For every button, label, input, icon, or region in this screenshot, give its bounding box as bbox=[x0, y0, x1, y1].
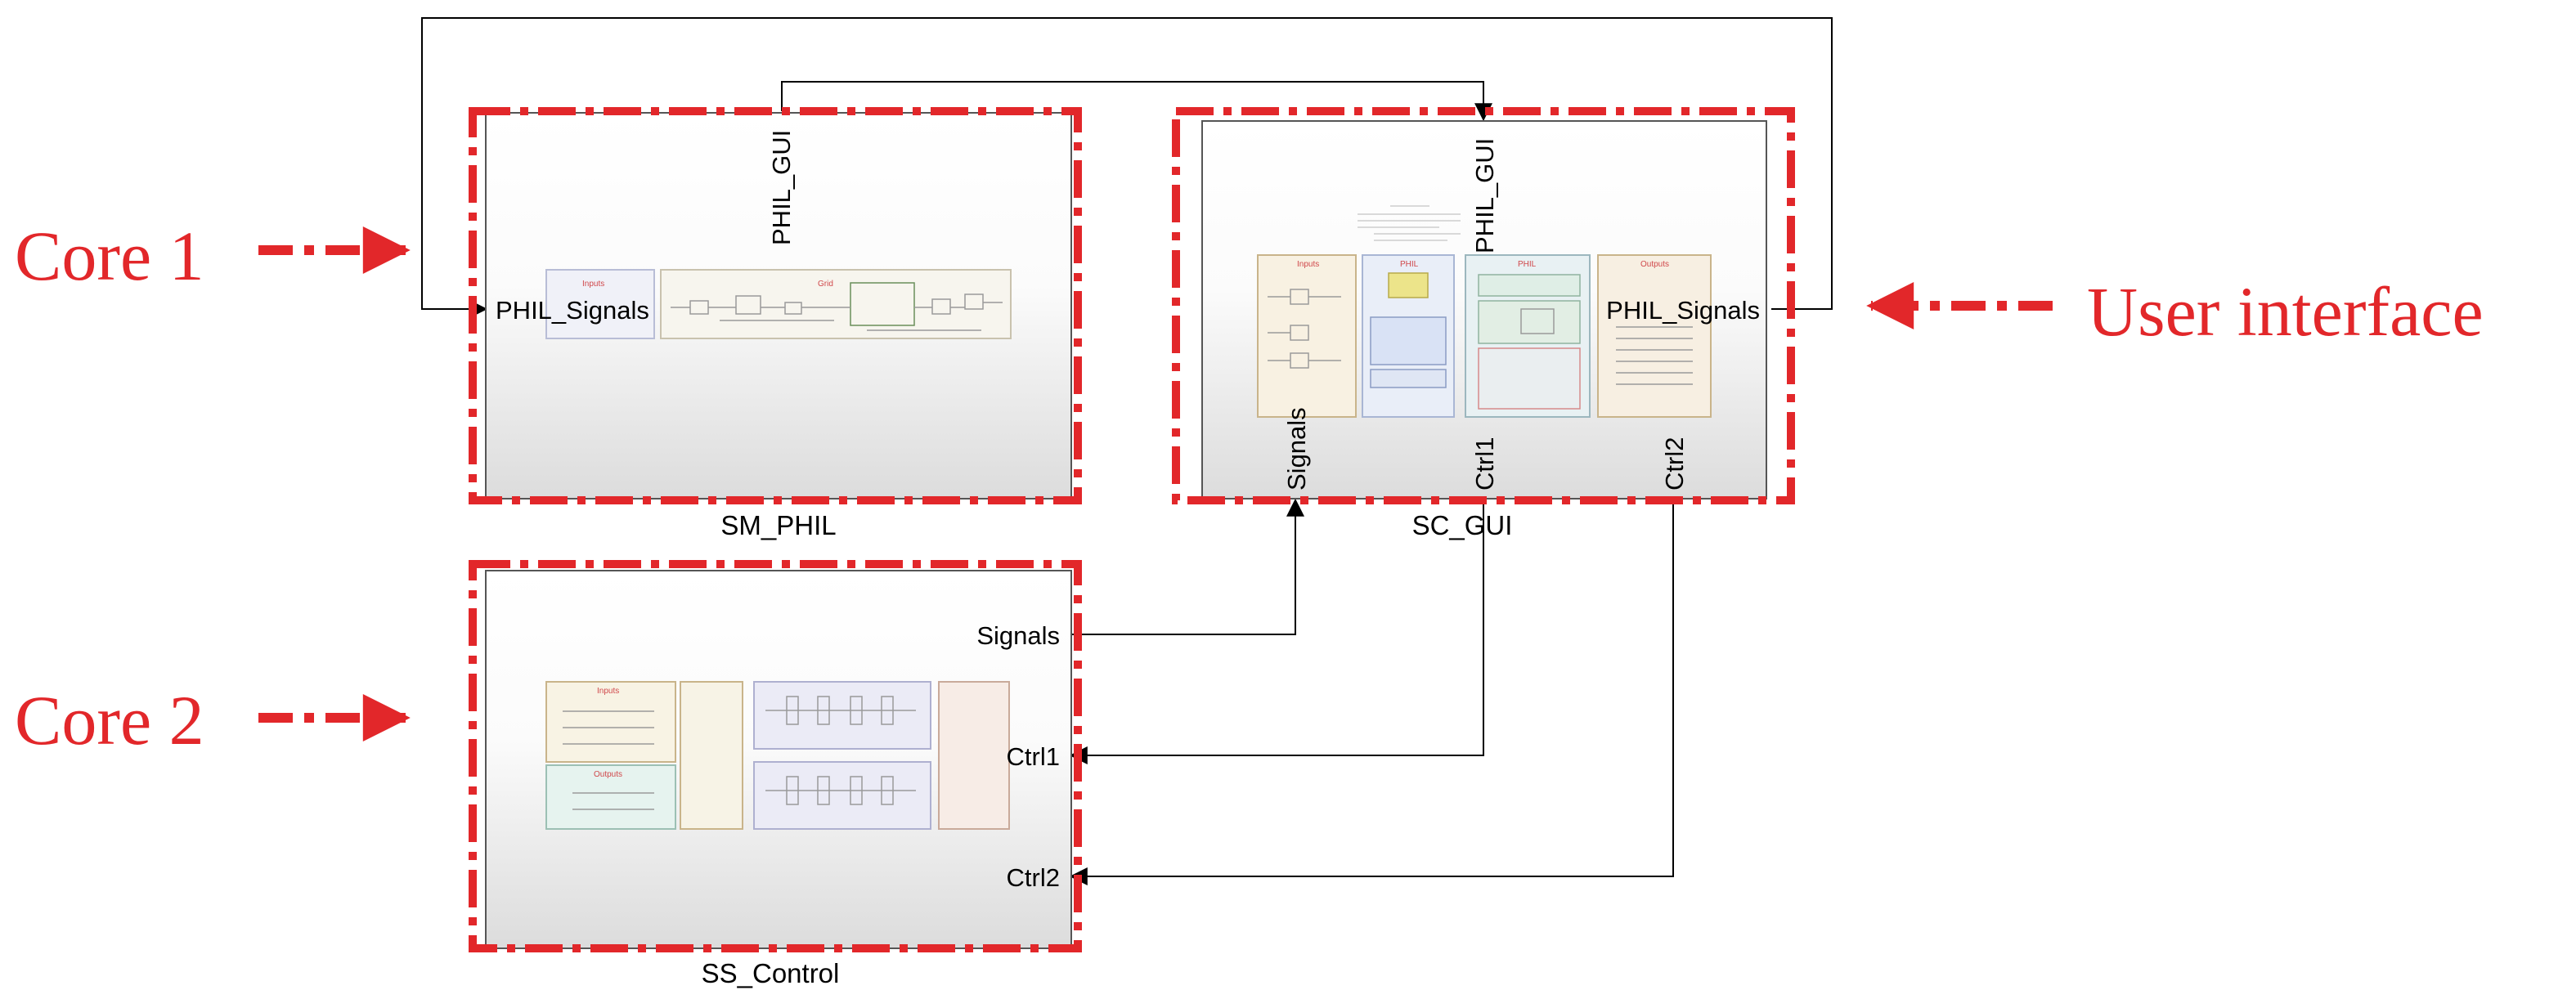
block-ss-control[interactable]: Inputs Outputs Signals Ctrl1 Ctrl2 SS_Co… bbox=[485, 570, 1072, 988]
port-phil-signals-in[interactable]: PHIL_Signals bbox=[496, 296, 649, 325]
block-sc-gui[interactable]: Inputs PHIL PHIL Outputs PHIL_GUI PHIL_S… bbox=[1201, 120, 1767, 540]
port-ctrl1-out[interactable]: Ctrl1 bbox=[1470, 437, 1499, 491]
block-thumbnail: Inputs Grid bbox=[545, 269, 1012, 339]
port-phil-gui-out[interactable]: PHIL_GUI bbox=[767, 130, 796, 245]
callout-core2-label: Core 2 bbox=[15, 681, 204, 759]
port-ctrl2-out[interactable]: Ctrl2 bbox=[1660, 437, 1689, 491]
block-name-sc-gui: SC_GUI bbox=[1412, 510, 1513, 540]
wire-ctrl2 bbox=[1069, 500, 1674, 885]
thumbnail-label: Outputs bbox=[1640, 260, 1669, 269]
frame-user-interface bbox=[1172, 107, 1795, 504]
callout-ui-label: User interface bbox=[2087, 272, 2484, 351]
callout-core1: Core 1 bbox=[15, 217, 411, 295]
port-ctrl2-in[interactable]: Ctrl2 bbox=[1007, 863, 1060, 892]
thumbnail-label: PHIL bbox=[1400, 260, 1419, 269]
port-ctrl1-in[interactable]: Ctrl1 bbox=[1007, 742, 1060, 771]
block-thumbnail: Inputs Outputs bbox=[545, 681, 1010, 830]
thumbnail-label: Inputs bbox=[582, 280, 604, 289]
thumbnail-label: Outputs bbox=[594, 770, 622, 779]
port-signals-out[interactable]: Signals bbox=[976, 621, 1060, 650]
frame-core1 bbox=[469, 107, 1082, 504]
wire-signals bbox=[1071, 498, 1304, 635]
wire-phil-signals bbox=[421, 17, 1833, 318]
block-name-ss-control: SS_Control bbox=[702, 958, 840, 988]
callout-user-interface: User interface bbox=[1866, 272, 2484, 351]
port-signals-in[interactable]: Signals bbox=[1282, 407, 1311, 491]
wire-phil-gui bbox=[781, 81, 1492, 122]
thumbnail-label: Grid bbox=[818, 280, 833, 289]
signal-wires bbox=[421, 17, 1833, 885]
callout-core2: Core 2 bbox=[15, 681, 411, 759]
wire-ctrl1 bbox=[1069, 500, 1484, 764]
thumbnail-label: Inputs bbox=[597, 687, 619, 696]
thumbnail-label: Inputs bbox=[1297, 260, 1319, 269]
port-phil-signals-out[interactable]: PHIL_Signals bbox=[1606, 296, 1760, 325]
callout-core1-label: Core 1 bbox=[15, 217, 204, 295]
thumbnail-label: PHIL bbox=[1518, 260, 1537, 269]
core-highlight-frames bbox=[469, 107, 1795, 952]
block-sm-phil[interactable]: Inputs Grid PHIL_Signals PHIL_GUI SM_PHI… bbox=[485, 112, 1072, 540]
port-phil-gui-in[interactable]: PHIL_GUI bbox=[1470, 138, 1499, 253]
frame-core2 bbox=[469, 560, 1082, 952]
block-thumbnail: Inputs PHIL PHIL Outputs bbox=[1257, 205, 1712, 418]
block-name-sm-phil: SM_PHIL bbox=[720, 510, 836, 540]
